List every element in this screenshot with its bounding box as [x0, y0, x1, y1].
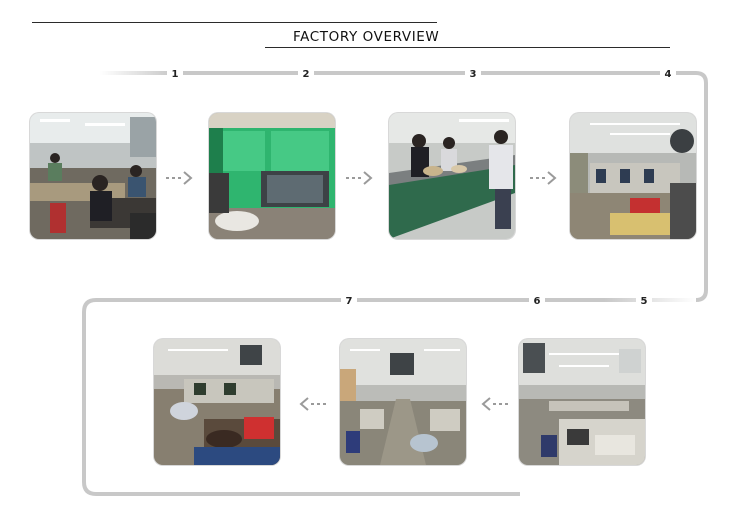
workshop-photo-1: [30, 113, 156, 239]
svg-text:4: 4: [665, 69, 672, 80]
arrow-right-icon: [166, 171, 193, 185]
arrow-right-icon: [530, 171, 557, 185]
workshop-photo-2: [209, 113, 335, 239]
step-marker-4: 4: [660, 66, 676, 80]
svg-text:5: 5: [641, 296, 648, 307]
connector-top: [100, 71, 708, 302]
step-marker-5: 5: [636, 293, 652, 307]
arrow-left-icon: [299, 397, 326, 411]
step-marker-1: 1: [167, 66, 183, 80]
step-marker-6: 6: [529, 293, 545, 307]
svg-text:1: 1: [172, 69, 179, 80]
title-rule-bottom: [265, 47, 670, 48]
workshop-photo-5: [519, 339, 645, 465]
svg-text:7: 7: [346, 296, 353, 307]
page-title: FACTORY OVERVIEW: [293, 29, 440, 45]
workshop-photo-4: [570, 113, 696, 239]
arrow-left-icon: [481, 397, 508, 411]
connector-bottom: [82, 298, 696, 496]
step-marker-7: 7: [341, 293, 357, 307]
workshop-photo-3: [389, 113, 515, 239]
svg-text:6: 6: [534, 296, 541, 307]
workshop-photo-7: [154, 339, 280, 465]
svg-text:3: 3: [470, 69, 477, 80]
arrow-right-icon: [346, 171, 373, 185]
title-rule-top: [32, 22, 437, 23]
step-marker-2: 2: [298, 66, 314, 80]
step-marker-3: 3: [465, 66, 481, 80]
svg-text:2: 2: [303, 69, 310, 80]
workshop-photo-6: [340, 339, 466, 465]
